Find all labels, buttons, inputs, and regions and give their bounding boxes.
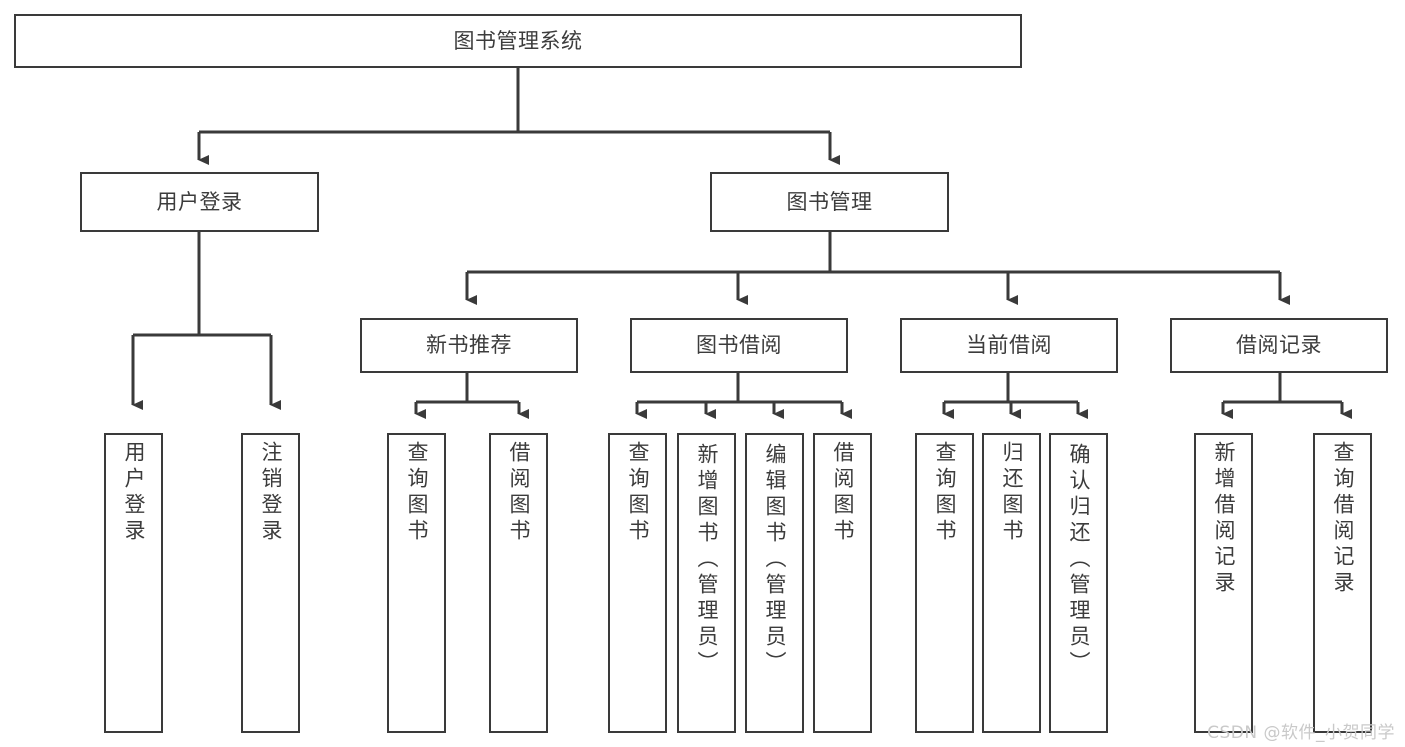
node-book-management[interactable]: 图书管理 xyxy=(710,172,949,232)
node-label: 图书借阅 xyxy=(696,333,782,358)
node-label: 当前借阅 xyxy=(966,333,1052,358)
leaf-book-borrow-add[interactable]: 新增图书（管理员） xyxy=(677,433,736,733)
node-book-borrow[interactable]: 图书借阅 xyxy=(630,318,848,373)
leaf-new-book-query[interactable]: 查询图书 xyxy=(387,433,446,733)
node-label: 用户登录 xyxy=(156,189,243,214)
node-label: 查询图书 xyxy=(626,441,650,545)
leaf-book-borrow-borrow[interactable]: 借阅图书 xyxy=(813,433,872,733)
node-label: 查询借阅记录 xyxy=(1331,441,1355,597)
node-label: 用户登录 xyxy=(122,441,146,545)
node-label: 新书推荐 xyxy=(426,333,512,358)
leaf-user-login-signin[interactable]: 用户登录 xyxy=(104,433,163,733)
node-borrow-record[interactable]: 借阅记录 xyxy=(1170,318,1388,373)
leaf-book-borrow-edit[interactable]: 编辑图书（管理员） xyxy=(745,433,804,733)
node-label: 借阅图书 xyxy=(831,441,855,545)
watermark: CSDN @软件_小贺同学 xyxy=(1207,723,1395,743)
node-label: 图书管理 xyxy=(786,189,873,214)
node-new-book-recommend[interactable]: 新书推荐 xyxy=(360,318,578,373)
leaf-user-login-signout[interactable]: 注销登录 xyxy=(241,433,300,733)
node-label: 借阅记录 xyxy=(1236,333,1322,358)
leaf-borrow-record-add[interactable]: 新增借阅记录 xyxy=(1194,433,1253,733)
leaf-borrow-record-query[interactable]: 查询借阅记录 xyxy=(1313,433,1372,733)
leaf-current-borrow-confirm[interactable]: 确认归还（管理员） xyxy=(1049,433,1108,733)
node-label: 查询图书 xyxy=(405,441,429,545)
node-label: 编辑图书（管理员） xyxy=(763,443,787,677)
node-label: 归还图书 xyxy=(1000,441,1024,545)
leaf-book-borrow-query[interactable]: 查询图书 xyxy=(608,433,667,733)
node-label: 图书管理系统 xyxy=(453,28,583,53)
node-user-login[interactable]: 用户登录 xyxy=(80,172,319,232)
leaf-current-borrow-return[interactable]: 归还图书 xyxy=(982,433,1041,733)
node-label: 注销登录 xyxy=(259,441,283,545)
node-label: 新增借阅记录 xyxy=(1212,441,1236,597)
node-label: 借阅图书 xyxy=(507,441,531,545)
node-label: 确认归还（管理员） xyxy=(1067,443,1091,677)
node-root[interactable]: 图书管理系统 xyxy=(14,14,1022,68)
node-current-borrow[interactable]: 当前借阅 xyxy=(900,318,1118,373)
leaf-current-borrow-query[interactable]: 查询图书 xyxy=(915,433,974,733)
node-label: 新增图书（管理员） xyxy=(695,443,719,677)
node-label: 查询图书 xyxy=(933,441,957,545)
leaf-new-book-borrow[interactable]: 借阅图书 xyxy=(489,433,548,733)
